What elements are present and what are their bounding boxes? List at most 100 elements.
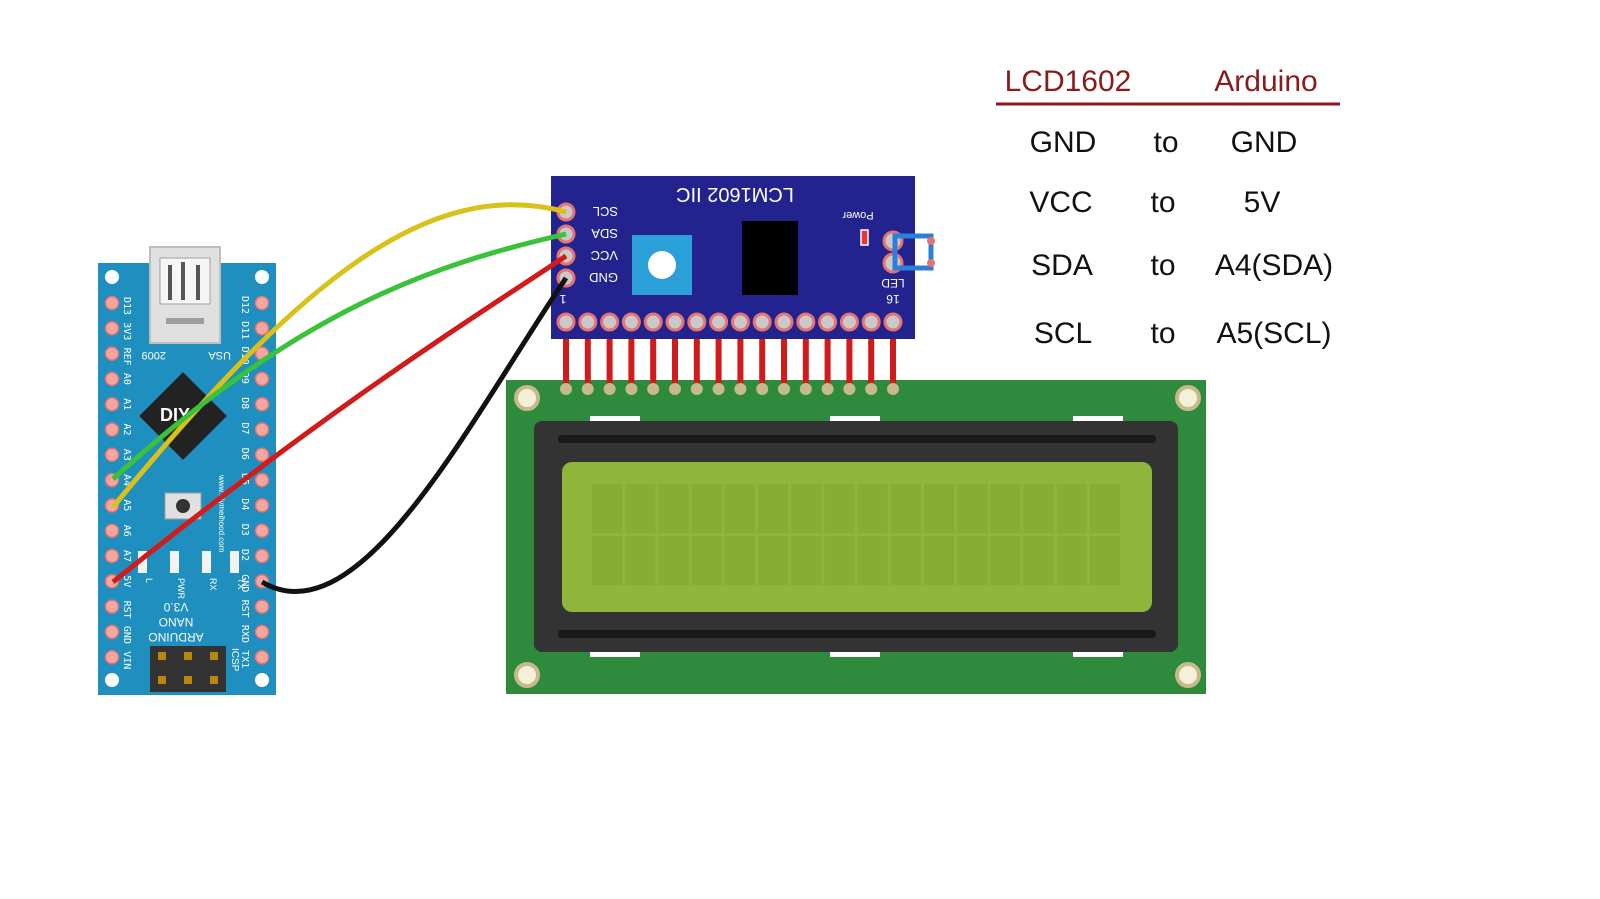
i2c-lcd-pad <box>796 312 816 332</box>
lcd-header-pad <box>756 383 769 395</box>
lcd-header-pad <box>734 383 747 395</box>
nano-icsp-label: ICSP <box>229 648 240 672</box>
lcd-char-cell <box>592 536 623 585</box>
nano-pin-hole <box>254 472 270 488</box>
nano-pin-label: D2 <box>239 549 250 561</box>
led-backlight-jumper[interactable] <box>882 230 935 274</box>
i2c-pcb <box>551 176 915 339</box>
lcd-header-pad <box>712 383 725 395</box>
i2c-pin16-label: 16 <box>886 292 900 306</box>
wire-sda-green <box>111 231 567 481</box>
lcd-char-cell <box>1056 484 1087 533</box>
table-cell-left: GND <box>1030 126 1097 159</box>
nano-pin-label: A3 <box>121 449 132 461</box>
nano-pin-hole <box>254 396 270 412</box>
table-cell-right: A5(SCL) <box>1216 317 1331 350</box>
nano-pin-hole <box>254 295 270 311</box>
lcd-char-cell <box>658 484 689 533</box>
nano-pin-hole <box>104 599 120 614</box>
nano-led-label: TX <box>236 578 246 590</box>
nano-pin-label: TX1 <box>239 650 250 668</box>
lcd-header-pad <box>778 383 790 395</box>
table-cell-mid: to <box>1150 186 1175 219</box>
nano-led-label: PWR <box>176 578 186 599</box>
i2c-pin-label: GND <box>589 270 618 285</box>
nano-pin-label: D11 <box>239 321 250 339</box>
nano-pin-label: D4 <box>239 498 250 510</box>
lcd-char-cell <box>691 536 722 585</box>
nano-pin-label: D13 <box>121 297 132 315</box>
lcd-char-cell <box>990 536 1021 585</box>
i2c-lcd-pad <box>774 312 794 332</box>
lcd-char-cell <box>957 484 988 533</box>
table-cell-mid: to <box>1153 126 1178 159</box>
nano-icsp-header <box>150 646 226 692</box>
header-pin <box>890 330 896 388</box>
nano-year-label: 2009 <box>142 349 166 361</box>
connection-table: LCD1602 Arduino GND to GND VCC to 5V SDA… <box>996 65 1340 350</box>
nano-website: www.diymeihood.com <box>217 474 226 553</box>
table-header-lcd: LCD1602 <box>1005 65 1132 98</box>
lcd-header-pad <box>887 383 899 395</box>
lcd-char-cell <box>691 484 722 533</box>
nano-pin-hole <box>254 624 270 640</box>
wire-vcc-red <box>111 253 568 584</box>
nano-pin-label: A4 <box>121 474 132 486</box>
nano-mount-hole <box>105 673 119 687</box>
nano-reset-button[interactable] <box>164 492 202 520</box>
nano-country-label: USA <box>208 349 231 361</box>
nano-pin-label: 3V3 <box>121 322 132 340</box>
contrast-potentiometer[interactable] <box>632 235 692 295</box>
header-pin <box>693 330 700 388</box>
table-cell-left: SCL <box>1034 317 1092 350</box>
i2c-lcd-pad <box>643 312 663 332</box>
header-pin <box>606 330 613 388</box>
i2c-pin-label: SCL <box>593 204 618 219</box>
nano-pin-label: RST <box>121 601 132 619</box>
lcd-char-cell <box>857 536 888 585</box>
lcd-char-cell <box>924 484 955 533</box>
nano-pin-label: A2 <box>121 424 132 436</box>
lcd-mount-hole <box>1175 385 1201 411</box>
header-pin <box>824 330 831 388</box>
nano-pin-label: A1 <box>121 398 132 410</box>
nano-pin-label: 5V <box>121 575 132 587</box>
nano-pin-label: RST <box>239 600 250 618</box>
nano-pin-label: REF <box>121 348 132 366</box>
i2c-lcd-pad <box>665 312 685 332</box>
header-pin <box>759 330 766 388</box>
lcd-header-pad <box>647 383 660 395</box>
header-pin <box>628 330 635 388</box>
nano-pin-hole <box>104 649 120 665</box>
header-pin <box>715 330 722 388</box>
nano-pin-hole <box>104 624 120 640</box>
nano-led-label: RX <box>208 578 218 591</box>
i2c-lcd-pad <box>600 312 620 332</box>
nano-pin-hole <box>104 371 120 387</box>
i2c-lcd-pad <box>556 312 576 332</box>
nano-pin-hole <box>104 396 120 412</box>
i2c-lcd-pad <box>818 312 838 332</box>
table-cell-right: A4(SDA) <box>1215 249 1333 282</box>
lcd-header-pad <box>843 383 856 395</box>
nano-pin-label: D9 <box>239 372 250 384</box>
header-pin <box>650 330 657 388</box>
nano-pin-label: D12 <box>239 296 250 314</box>
i2c-title: LCM1602 IIC <box>676 183 794 205</box>
nano-pin-hole <box>254 599 270 614</box>
table-cell-mid: to <box>1150 249 1175 282</box>
nano-leds <box>138 551 239 573</box>
lcd-char-cell <box>758 536 789 585</box>
nano-pin-hole <box>104 447 120 463</box>
nano-pin-label: RXD <box>239 625 250 643</box>
i2c-led-label: LED <box>881 276 905 290</box>
header-pin <box>737 330 744 388</box>
nano-pin-label: D3 <box>239 524 250 536</box>
wires <box>111 202 569 594</box>
table-cell-left: VCC <box>1029 186 1092 219</box>
table-cell-right: GND <box>1231 126 1298 159</box>
